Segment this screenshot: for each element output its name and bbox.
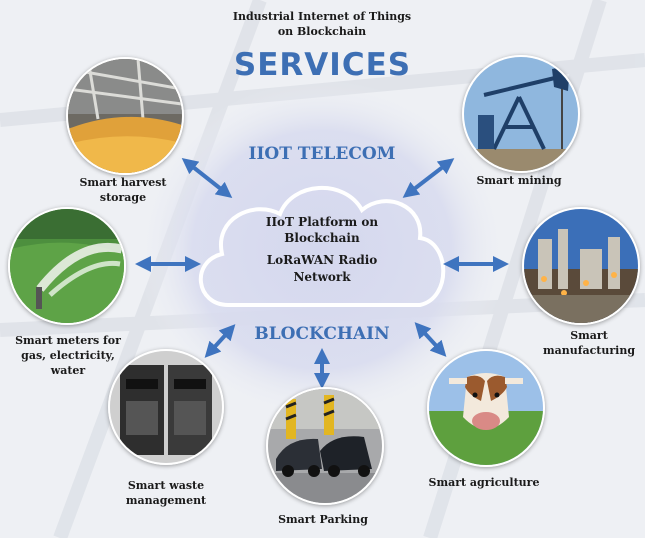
meters-line2: gas, electricity, — [21, 348, 115, 362]
cloud-line3: LoRaWAN Radio — [266, 253, 378, 268]
cloud-line4: Network — [293, 269, 351, 284]
manufacturing-line1: Smart — [570, 329, 608, 342]
iiot-telecom-label: IIOT TELECOM — [248, 144, 396, 164]
harvest-line1: Smart harvest — [79, 176, 167, 189]
cloud-text: IIoT Platform on Blockchain LoRaWAN Radi… — [232, 214, 412, 285]
cloud-line1: IIoT Platform on — [265, 215, 379, 229]
meters-line1: Smart meters for — [15, 334, 121, 347]
harvest-line2: storage — [99, 190, 147, 204]
mining-line1: Smart mining — [476, 174, 562, 187]
parked-cars-photo — [266, 387, 384, 505]
parking-line1: Smart Parking — [278, 513, 368, 526]
arrow-harvest — [181, 158, 233, 198]
grain-warehouse-photo — [66, 57, 184, 175]
parking-caption: Smart Parking — [259, 513, 387, 528]
manufacturing-caption: Smart manufacturing — [535, 329, 643, 359]
mining-caption: Smart mining — [459, 174, 579, 189]
header-subtitle-line1: Industrial Internet of Things — [232, 10, 412, 23]
industrial-plant-photo — [522, 207, 640, 325]
arrow-agriculture — [414, 322, 447, 357]
agriculture-caption: Smart agriculture — [421, 476, 547, 491]
meters-line3: water — [50, 363, 86, 377]
waste-line1: Smart waste — [127, 479, 205, 492]
header-subtitle: Industrial Internet of Things on Blockch… — [222, 10, 422, 40]
harvest-caption: Smart harvest storage — [61, 176, 185, 206]
manufacturing-line2: manufacturing — [542, 343, 636, 357]
waste-caption: Smart waste management — [104, 479, 228, 509]
arrow-waste — [204, 324, 236, 358]
cow-photo — [427, 349, 545, 467]
blockchain-label: BLOCKCHAIN — [254, 324, 390, 344]
page-title: SERVICES — [233, 47, 412, 83]
cloud-shape — [198, 186, 446, 307]
arrow-mining — [402, 158, 455, 198]
sprinkler-field-photo — [8, 207, 126, 325]
header-subtitle-line2: on Blockchain — [277, 24, 367, 38]
oil-pumpjack-photo — [462, 55, 580, 173]
waste-bins-photo — [108, 349, 224, 465]
meters-caption: Smart meters for gas, electricity, water — [5, 334, 131, 379]
waste-line2: management — [125, 493, 207, 507]
agriculture-line1: Smart agriculture — [428, 476, 540, 489]
cloud-line2: Blockchain — [284, 231, 360, 246]
